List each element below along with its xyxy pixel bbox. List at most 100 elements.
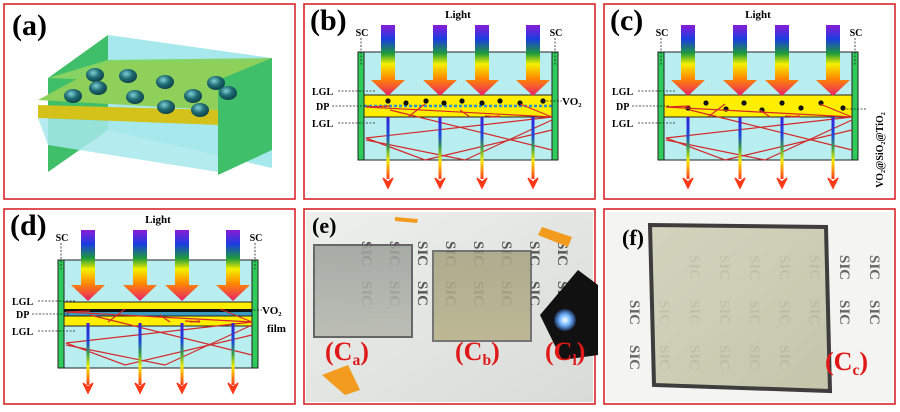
light-label: Light <box>145 214 171 226</box>
scattered-ray <box>424 129 553 161</box>
vo2-particle-dome <box>89 81 107 95</box>
label-main: (C <box>455 337 482 366</box>
scattered-ray <box>89 314 253 356</box>
particle-label: VO₂ <box>262 305 282 317</box>
panel-frame <box>3 3 296 200</box>
particle-dot <box>403 100 409 106</box>
outgoing-light-ray <box>738 117 742 179</box>
panel-label-c: (c) <box>610 4 643 37</box>
scattered-ray <box>459 109 471 118</box>
outgoing-light-ray <box>686 117 690 179</box>
outgoing-light-ray <box>780 117 784 179</box>
scattered-ray <box>819 103 853 118</box>
particle-dot <box>741 100 747 106</box>
panel-frame <box>3 208 296 405</box>
incoming-light-arrow <box>371 25 405 96</box>
panel-a: (a) <box>3 3 296 200</box>
backdrop-text: SIC <box>626 300 642 325</box>
particle-dot <box>441 100 447 106</box>
backdrop-text: SIC <box>414 281 430 306</box>
light-label: Light <box>745 9 771 21</box>
dp-label: DP <box>616 102 629 113</box>
panel-frame <box>303 3 596 200</box>
sc-right-bar <box>851 51 859 161</box>
panel-label-f: (f) <box>622 225 644 250</box>
outgoing-light-ray <box>86 323 90 385</box>
scattered-ray <box>159 314 171 323</box>
film-label: film <box>267 323 286 335</box>
incoming-light-arrow <box>516 25 550 96</box>
sample-label-cb: (Cb) <box>455 337 500 369</box>
backdrop-text: SIC <box>866 255 882 280</box>
backdrop-text: SIC <box>836 300 852 325</box>
outgoing-arrowhead <box>827 177 839 190</box>
incoming-light-arrow <box>71 230 105 301</box>
lgl-top-label: LGL <box>12 297 33 308</box>
particle-dot <box>798 105 804 111</box>
scattered-ray <box>724 129 853 161</box>
incoming-light-arrow <box>816 25 850 96</box>
scattered-ray <box>665 106 853 118</box>
vo2-particle-dome <box>119 69 137 83</box>
sample-ca <box>313 244 413 338</box>
backdrop-text: SIC <box>554 241 570 266</box>
tape <box>395 217 418 223</box>
sample-label-ca: (Ca) <box>325 337 369 369</box>
label-close: ) <box>491 337 500 366</box>
scattered-ray <box>65 321 253 366</box>
outgoing-arrowhead <box>734 177 746 190</box>
dp-label: DP <box>16 310 29 321</box>
backdrop-text: SIC <box>836 255 852 280</box>
sc-right-bar <box>251 259 259 369</box>
vo2-particle-dome <box>156 75 174 89</box>
particle-dot <box>479 100 485 106</box>
vo2-film <box>64 309 252 312</box>
sc-left-label: SC <box>356 28 369 39</box>
front-glass <box>38 118 218 172</box>
sc-right-label: SC <box>550 28 563 39</box>
vo2-particle-dome <box>86 68 104 82</box>
panel-f: SICSICSICSICSICSICSICSICSICSICSICSICSICS… <box>603 208 896 405</box>
scattered-ray <box>665 116 853 161</box>
label-close: ) <box>360 337 369 366</box>
scattered-ray <box>189 320 201 323</box>
scattered-ray <box>389 109 553 151</box>
outgoing-light-ray <box>231 323 235 385</box>
dp-label: DP <box>316 102 329 113</box>
panel-e: SICSICSICSICSICSICSICSICSICSICSICSICSICS… <box>303 208 598 405</box>
label-main: (C <box>825 347 852 376</box>
particle-label: VO₂@SiO₂@TiO₂ <box>875 112 886 188</box>
scattered-ray <box>65 344 166 366</box>
particle-label: VO₂ <box>562 96 582 108</box>
particle-dot <box>497 98 503 104</box>
scattered-ray <box>464 119 553 161</box>
outgoing-light-ray <box>138 323 142 385</box>
outgoing-arrowhead <box>682 177 694 190</box>
particle-dot <box>703 100 709 106</box>
panel-frame <box>603 3 896 200</box>
lgl-top-label: LGL <box>312 87 333 98</box>
tape <box>538 227 572 247</box>
scattered-ray <box>164 324 253 366</box>
outgoing-arrowhead <box>176 382 188 395</box>
outgoing-arrowhead <box>434 177 446 190</box>
panel-label-a: (a) <box>12 9 47 42</box>
light-label: Light <box>445 9 471 21</box>
scattered-ray <box>489 115 501 118</box>
scattered-ray <box>65 311 253 323</box>
label-close: ) <box>577 337 586 366</box>
outgoing-light-ray <box>438 117 442 179</box>
panel-label-b: (b) <box>310 4 347 37</box>
sample-label-cc: (Cc) <box>825 347 868 379</box>
vo2-particle-dome <box>184 89 202 103</box>
lgl-top-label: LGL <box>612 87 633 98</box>
incoming-light-arrow <box>165 230 199 301</box>
backdrop-text: SIC <box>414 241 430 266</box>
scattered-ray <box>365 116 553 161</box>
outgoing-light-ray <box>180 323 184 385</box>
outgoing-arrowhead <box>776 177 788 190</box>
backdrop-text: SIC <box>626 345 642 370</box>
lgl-bottom-label: LGL <box>612 119 633 130</box>
